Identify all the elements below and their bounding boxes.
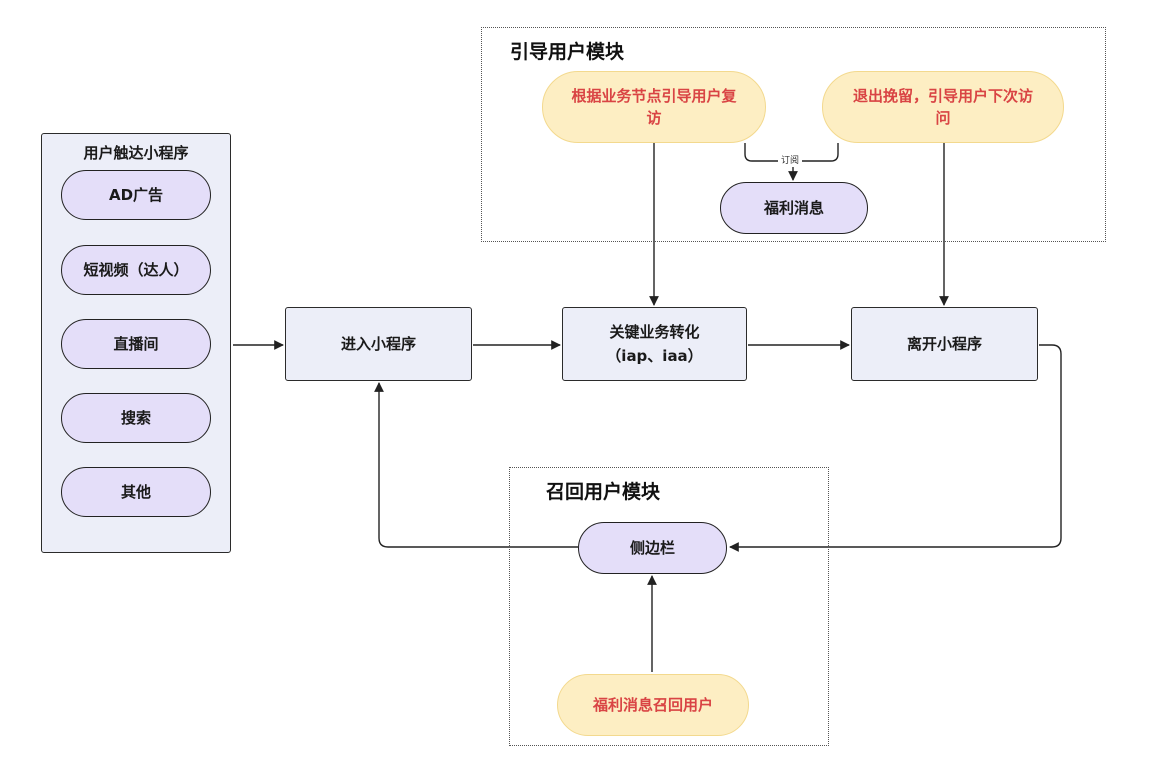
connector-business-node-subscribe: [744, 143, 793, 162]
channel-short-video[interactable]: 短视频（达人）: [61, 245, 211, 295]
arrow-sidebar-to-enter: [374, 382, 578, 548]
leave-mini-program[interactable]: 离开小程序: [851, 307, 1038, 381]
conversion-sublabel: （iap、iaa）: [606, 347, 703, 365]
conversion-label: 关键业务转化: [609, 323, 700, 341]
channel-other[interactable]: 其他: [61, 467, 211, 517]
recall-user-module: 召回用户模块: [509, 467, 829, 746]
subscribe-label: 订阅: [778, 155, 803, 167]
channel-search[interactable]: 搜索: [61, 393, 211, 443]
channel-live-room[interactable]: 直播间: [61, 319, 211, 369]
sidebar-node[interactable]: 侧边栏: [578, 522, 727, 574]
recall-module-title: 召回用户模块: [546, 481, 661, 503]
guide-user-module: 引导用户模块: [481, 27, 1106, 242]
connector-exit-retention-subscribe: [793, 143, 839, 162]
business-node-guide[interactable]: 根据业务节点引导用户复访: [542, 71, 766, 143]
channels-title: 用户触达小程序: [83, 144, 189, 162]
welfare-message-recall[interactable]: 福利消息召回用户: [557, 674, 749, 736]
guide-module-title: 引导用户模块: [510, 41, 625, 63]
arrow-leave-to-sidebar: [729, 344, 1062, 552]
channel-ad[interactable]: AD广告: [61, 170, 211, 220]
exit-retention-guide[interactable]: 退出挽留，引导用户下次访问: [822, 71, 1064, 143]
key-business-conversion[interactable]: 关键业务转化 （iap、iaa）: [562, 307, 747, 381]
enter-mini-program[interactable]: 进入小程序: [285, 307, 472, 381]
welfare-message[interactable]: 福利消息: [720, 182, 868, 234]
